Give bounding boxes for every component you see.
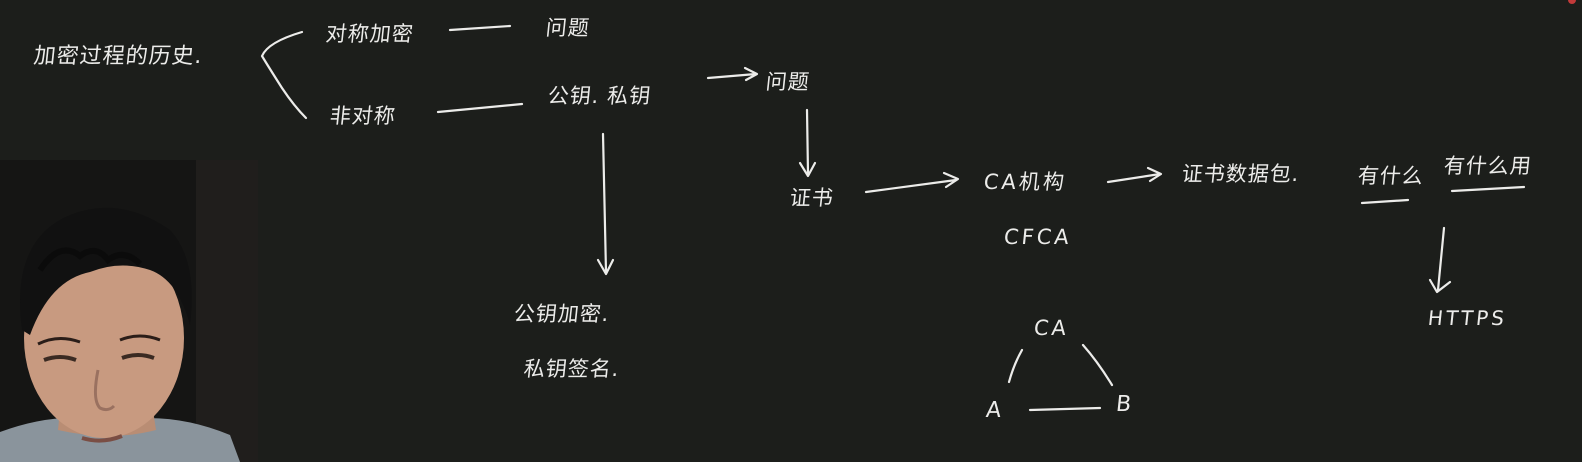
branch-brace [260,30,308,120]
presenter-avatar [0,160,258,462]
what-use-label: 有什么用 [1442,154,1534,178]
triangle-edge-ca-a [1007,348,1024,384]
asymmetric-label: 非对称 [328,104,398,128]
symmetric-issue-label: 问题 [544,16,592,40]
dash-symmetric-issue [448,24,512,32]
certificate-label: 证书 [788,186,836,210]
history-title: 加密过程的历史. [32,44,205,69]
what-has-label: 有什么 [1356,164,1426,188]
arrow-keys-to-usage [596,132,615,276]
cert-content-label: 证书数据包. [1180,162,1301,186]
arrow-to-https [1428,226,1452,294]
ca-org-label: CA机构 [982,170,1069,194]
pubkey-encrypt-label: 公钥加密. [512,302,611,326]
https-label: HTTPS [1426,306,1509,330]
arrow-certificate-to-ca [864,171,960,194]
arrow-keys-to-issue [706,66,759,82]
dash-asymmetric-keys [436,102,524,114]
webcam-overlay [0,160,258,462]
underline-what-use [1450,185,1526,193]
cfca-label: CFCA [1002,225,1074,249]
privkey-sign-label: 私钥签名. [522,357,621,381]
triangle-node-b: B [1114,392,1136,417]
triangle-edge-a-b [1028,406,1102,412]
asymmetric-issue-label: 问题 [764,70,812,94]
recording-indicator [1568,0,1576,4]
key-pair-label: 公钥. 私钥 [546,84,653,108]
triangle-edge-ca-b [1081,343,1114,387]
triangle-node-a: A [984,398,1006,423]
arrow-issue-to-certificate [798,108,817,178]
triangle-node-ca: CA [1032,316,1071,340]
symmetric-label: 对称加密 [324,22,416,46]
arrow-ca-to-content [1106,166,1163,184]
underline-what-has [1360,198,1410,205]
